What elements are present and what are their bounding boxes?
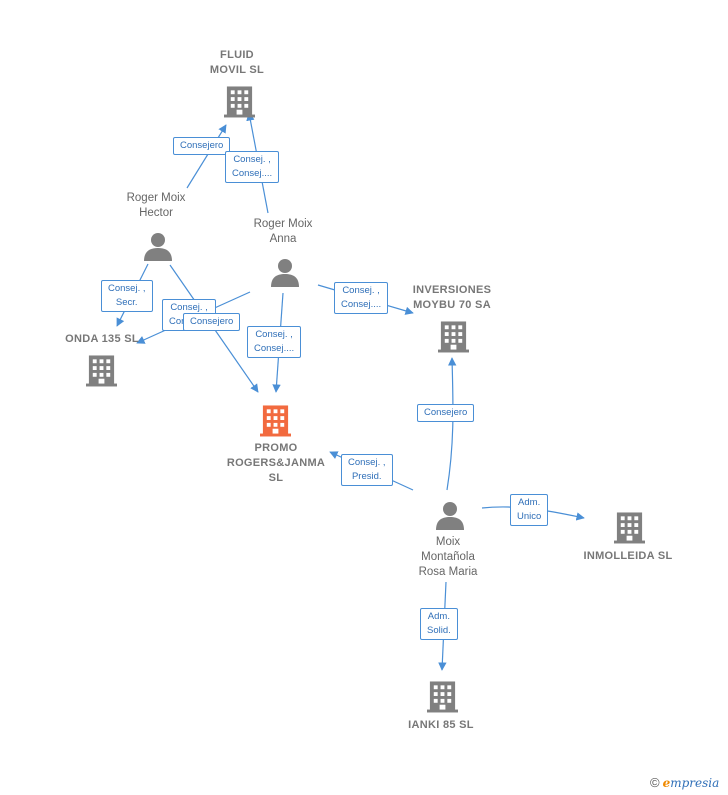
person-name-line: Roger Moix bbox=[126, 192, 186, 204]
company-name-line: MOVIL SL bbox=[209, 64, 265, 76]
person-name-line: Moix bbox=[435, 536, 461, 548]
company-label-promo[interactable]: PROMO ROGERS&JANMA SL bbox=[214, 441, 338, 486]
copyright-icon: © bbox=[650, 775, 660, 790]
role-line: Adm. bbox=[427, 611, 450, 622]
building-icon-promo[interactable] bbox=[260, 405, 291, 437]
company-name-line: MOYBU 70 SA bbox=[413, 299, 491, 311]
building-icon-inmolleida[interactable] bbox=[614, 512, 645, 544]
role-line: Consej. , bbox=[170, 302, 208, 313]
role-label-hector-onda[interactable]: Consej. , Secr. bbox=[101, 280, 153, 312]
building-icon-inversiones[interactable] bbox=[438, 321, 469, 353]
role-line: Secr. bbox=[115, 297, 138, 308]
role-line: Consej.... bbox=[232, 168, 273, 179]
person-label-hector[interactable]: Roger Moix Hector bbox=[106, 191, 206, 221]
company-name-line: INVERSIONES bbox=[412, 284, 492, 296]
role-line: Consej.... bbox=[341, 299, 382, 310]
role-label-rosa-inversiones[interactable]: Consejero bbox=[417, 404, 475, 422]
role-line: Consejero bbox=[424, 407, 468, 418]
role-label-hector-fluid[interactable]: Consejero bbox=[173, 137, 231, 155]
role-line: Unico bbox=[517, 511, 542, 522]
edge-hector-fluid bbox=[186, 124, 227, 189]
person-icon-hector[interactable] bbox=[144, 233, 172, 261]
role-label-rosa-inmolleida[interactable]: Adm. Unico bbox=[510, 494, 549, 526]
person-name-line: Rosa Maria bbox=[418, 566, 478, 578]
company-name-line: ONDA 135 SL bbox=[65, 333, 139, 345]
role-label-anna-fluid[interactable]: Consej. , Consej.... bbox=[225, 151, 280, 183]
company-label-onda[interactable]: ONDA 135 SL bbox=[52, 332, 152, 347]
person-icon-rosa[interactable] bbox=[436, 502, 464, 530]
role-line: Consej. , bbox=[108, 283, 146, 294]
person-label-anna[interactable]: Roger Moix Anna bbox=[233, 217, 333, 247]
company-label-ianki[interactable]: IANKI 85 SL bbox=[391, 718, 491, 733]
person-name-line: Anna bbox=[269, 233, 297, 245]
role-label-hector-promo[interactable]: Consejero bbox=[183, 313, 241, 331]
role-label-rosa-promo[interactable]: Consej. , Presid. bbox=[341, 454, 393, 486]
role-label-anna-promo[interactable]: Consej. , Consej.... bbox=[247, 326, 302, 358]
company-name-line: PROMO bbox=[254, 442, 298, 454]
role-line: Consej. , bbox=[342, 285, 380, 296]
role-line: Consejero bbox=[190, 316, 234, 327]
brand-logo-initial: e bbox=[662, 776, 671, 790]
role-line: Solid. bbox=[427, 625, 451, 636]
role-label-anna-inversiones[interactable]: Consej. , Consej.... bbox=[334, 282, 389, 314]
building-icon-fluid[interactable] bbox=[224, 86, 255, 118]
role-line: Consejero bbox=[180, 140, 224, 151]
company-name-line: ROGERS&JANMA bbox=[226, 457, 326, 469]
building-icon-ianki[interactable] bbox=[427, 681, 458, 713]
company-label-fluid[interactable]: FLUID MOVIL SL bbox=[197, 48, 277, 78]
company-name-line: IANKI 85 SL bbox=[408, 719, 474, 731]
person-icon-anna[interactable] bbox=[271, 259, 299, 287]
role-line: Adm. bbox=[518, 497, 541, 508]
company-icons bbox=[86, 86, 645, 713]
role-label-rosa-ianki[interactable]: Adm. Solid. bbox=[420, 608, 458, 640]
footer-brand[interactable]: ©empresia bbox=[650, 775, 719, 790]
role-line: Presid. bbox=[351, 471, 382, 482]
role-line: Consej. , bbox=[255, 329, 293, 340]
company-label-inversiones[interactable]: INVERSIONES MOYBU 70 SA bbox=[402, 283, 502, 313]
building-icon-onda[interactable] bbox=[86, 355, 117, 387]
person-name-line: Montañola bbox=[421, 551, 475, 563]
edge-rosa-inversiones bbox=[446, 357, 457, 491]
person-name-line: Roger Moix bbox=[253, 218, 313, 230]
company-name-line: INMOLLEIDA SL bbox=[583, 550, 673, 562]
role-line: Consej. , bbox=[348, 457, 386, 468]
company-name-line: FLUID bbox=[220, 49, 254, 61]
brand-logo-text: mpresia bbox=[670, 776, 720, 790]
role-line: Consej.... bbox=[254, 343, 295, 354]
role-line: Consej. , bbox=[233, 154, 271, 165]
person-label-rosa[interactable]: Moix Montañola Rosa Maria bbox=[398, 535, 498, 580]
company-label-inmolleida[interactable]: INMOLLEIDA SL bbox=[576, 549, 680, 564]
person-name-line: Hector bbox=[139, 207, 173, 219]
company-name-line: SL bbox=[268, 472, 284, 484]
